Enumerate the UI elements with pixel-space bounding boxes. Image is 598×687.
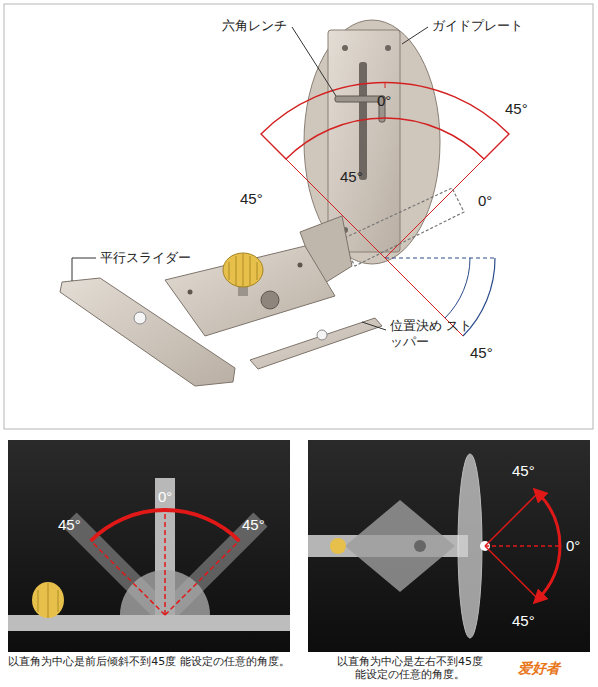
parallel-slider [60, 278, 235, 386]
knob [223, 253, 263, 287]
angle-label: 45° [512, 612, 535, 630]
part-name: ガイドプレート [432, 18, 523, 34]
part-name: 平行スライダー [100, 250, 191, 266]
leader-line [292, 27, 336, 96]
angle-label: 0° [566, 537, 580, 555]
tilted-plate [340, 188, 464, 266]
part-name: 位置決め ストッパー [390, 318, 474, 349]
angle-label: 45° [340, 168, 363, 186]
angle-label: 0° [478, 192, 492, 210]
angle-label: 45° [58, 516, 81, 534]
leader-line [72, 258, 96, 281]
stopper [250, 318, 382, 369]
part-name: 六角レンチ [222, 18, 287, 34]
frame [4, 4, 593, 429]
angle-label: 45° [470, 344, 493, 362]
watermark: 爱好者 [518, 660, 560, 677]
angle-label: 45° [505, 100, 528, 118]
caption: 以直角为中心是左右不到45度 能设定の任意的角度。 [310, 655, 510, 681]
leader-line [402, 27, 428, 44]
angle-label: 0° [158, 488, 172, 506]
angle-label: 0° [377, 92, 391, 110]
angle-label: 45° [242, 516, 265, 534]
angle-label: 45° [240, 190, 263, 208]
angle-label: 45° [512, 462, 535, 480]
photo-right [308, 440, 590, 652]
tilt-range [261, 82, 509, 159]
plate-slot [359, 62, 367, 180]
caption: 以直角为中心是前后倾斜不到45度 能设定の任意的角度。 [8, 655, 290, 668]
leader-line [362, 322, 386, 330]
photo-left [8, 440, 290, 652]
